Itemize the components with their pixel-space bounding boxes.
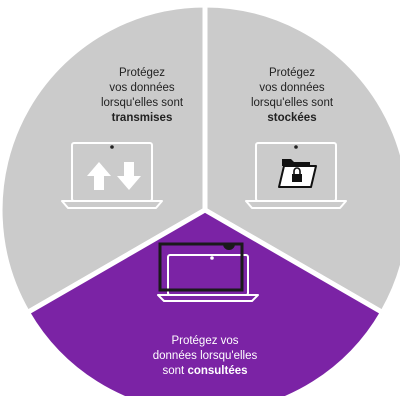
label-transmitted-line3: lorsqu'elles sont — [100, 97, 184, 109]
privacy-screen-laptop-icon — [157, 242, 259, 302]
label-transmitted-line1: Protégez — [118, 67, 166, 79]
segment-transmitted — [0, 2, 208, 316]
label-viewed: Protégez vos données lorsqu'elles sont c… — [140, 334, 270, 379]
label-stored-line2: vos données — [259, 82, 325, 94]
upload-download-arrows-icon — [61, 142, 163, 209]
label-transmitted-line2: vos données — [109, 82, 175, 94]
label-viewed-line2: données lorsqu'elles — [152, 350, 258, 362]
locked-folder-icon — [245, 142, 347, 209]
label-stored-line1: Protégez — [268, 67, 316, 79]
label-viewed-line1: Protégez vos — [171, 335, 239, 347]
label-viewed-line3: sont — [162, 365, 185, 377]
label-stored: Protégez vos données lorsqu'elles sont s… — [232, 66, 352, 126]
label-transmitted: Protégez vos données lorsqu'elles sont t… — [82, 66, 202, 126]
label-stored-line3: lorsqu'elles sont — [250, 97, 334, 109]
label-stored-emphasis: stockées — [267, 112, 317, 124]
label-viewed-emphasis: consultées — [187, 365, 248, 377]
segment-viewed — [24, 207, 386, 396]
label-transmitted-emphasis: transmises — [111, 112, 173, 124]
